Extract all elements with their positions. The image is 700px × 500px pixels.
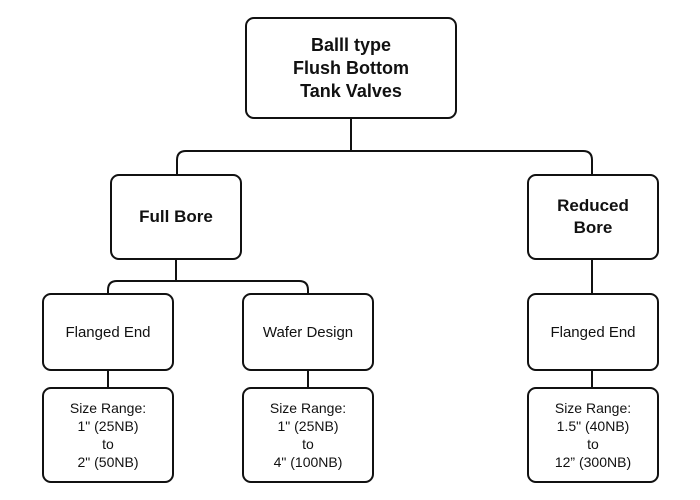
size-range-wafer-label: Size Range: 1" (25NB) to 4" (100NB) [269,400,347,470]
wafer-design-label: Wafer Design [262,323,354,341]
flanged-end-full-bore-node: Flanged End [42,293,174,371]
size-range-flanged-reduced-bore-label: Size Range: 1.5" (40NB) to 12” (300NB) [554,400,632,470]
wafer-design-node: Wafer Design [242,293,374,371]
flanged-end-reduced-bore-label: Flanged End [550,323,636,341]
reduced-bore-node: Reduced Bore [527,174,659,260]
connector-root-to-level1 [176,119,593,174]
full-bore-label: Full Bore [139,207,213,226]
full-bore-node: Full Bore [110,174,242,260]
size-range-flanged-full-bore-label: Size Range: 1" (25NB) to 2" (50NB) [69,400,147,470]
root-node: Balll type Flush Bottom Tank Valves [245,17,457,119]
root-node-label: Balll type Flush Bottom Tank Valves [293,34,409,101]
flanged-end-full-bore-label: Flanged End [65,323,151,341]
reduced-bore-label: Reduced Bore [557,196,629,237]
flanged-end-reduced-bore-node: Flanged End [527,293,659,371]
size-range-wafer-node: Size Range: 1" (25NB) to 4" (100NB) [242,387,374,483]
size-range-flanged-reduced-bore-node: Size Range: 1.5" (40NB) to 12” (300NB) [527,387,659,483]
size-range-flanged-full-bore-node: Size Range: 1" (25NB) to 2" (50NB) [42,387,174,483]
connector-full-bore-to-children [107,260,309,293]
